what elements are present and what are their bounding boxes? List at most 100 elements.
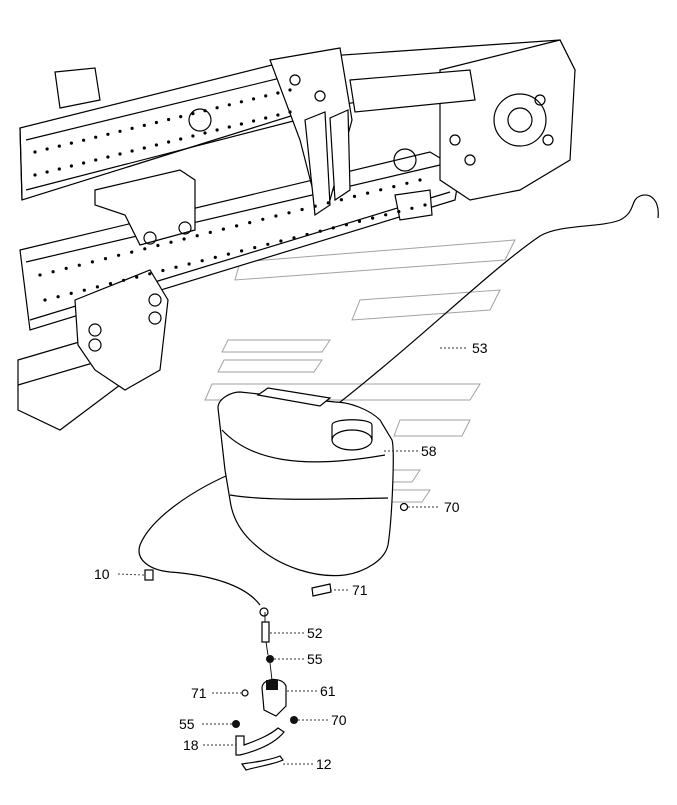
rivet-hole <box>226 252 230 256</box>
label-70-lower: 70 <box>331 712 347 728</box>
rivet-hole <box>276 113 280 117</box>
rivet-hole <box>43 298 47 302</box>
rivet-hole <box>117 253 121 257</box>
rivet-hole <box>264 116 268 120</box>
rivet-hole <box>142 123 146 127</box>
rivet-hole <box>276 91 280 95</box>
label-71: 71 <box>352 582 368 598</box>
rivet-hole <box>248 221 252 225</box>
rivet-hole <box>339 198 343 202</box>
rivet-hole <box>179 115 183 119</box>
rivet-hole <box>292 236 296 240</box>
rivet-hole <box>200 259 204 263</box>
part-55-grommet-lower <box>232 720 240 728</box>
label-58: 58 <box>421 443 437 459</box>
rivet-hole <box>266 242 270 246</box>
frame-rivets <box>33 88 427 302</box>
label-61: 61 <box>320 683 336 699</box>
rivet-hole <box>174 265 178 269</box>
part-18-hose <box>235 727 285 756</box>
rivet-hole <box>240 249 244 253</box>
rivet-hole <box>45 147 49 151</box>
rivet-hole <box>135 275 139 279</box>
rivet-hole <box>45 170 49 174</box>
rivet-hole <box>418 178 422 182</box>
label-71-lower: 71 <box>191 685 207 701</box>
rivet-hole <box>279 239 283 243</box>
rivet-hole <box>191 134 195 138</box>
rivet-hole <box>154 143 158 147</box>
rivet-hole <box>215 106 219 110</box>
rivet-hole <box>344 223 348 227</box>
rivet-hole <box>106 155 110 159</box>
rivet-hole <box>82 138 86 142</box>
rivet-hole <box>57 144 61 148</box>
rivet-hole <box>213 255 217 259</box>
rivet-hole <box>95 285 99 289</box>
rivet-hole <box>122 278 126 282</box>
rivet-hole <box>130 126 134 130</box>
rivet-hole <box>33 150 37 154</box>
pump-top <box>266 680 278 690</box>
rivet-hole <box>221 227 225 231</box>
rivet-hole <box>154 120 158 125</box>
leader-lines <box>117 347 468 765</box>
label-53: 53 <box>472 340 488 356</box>
rivet-hole <box>108 282 113 286</box>
part-labels: 53 58 70 10 71 52 55 71 61 55 70 18 12 <box>94 340 488 772</box>
rivet-hole <box>239 122 243 126</box>
rivet-hole <box>288 88 292 92</box>
rivet-hole <box>208 230 212 234</box>
rivet-hole <box>90 260 94 264</box>
rivet-hole <box>56 295 60 299</box>
rivet-hole <box>318 229 322 233</box>
rivet-hole <box>169 240 173 244</box>
rivet-hole <box>69 164 73 168</box>
rivet-hole <box>392 185 396 189</box>
rivet-hole <box>179 137 183 141</box>
rivet-hole <box>130 250 134 254</box>
rivet-hole <box>142 146 146 150</box>
rivet-hole <box>423 203 427 207</box>
rivet-hole <box>130 149 134 153</box>
rivet-hole <box>235 224 239 228</box>
rivet-hole <box>187 262 191 266</box>
part-55-grommet-upper <box>266 655 274 663</box>
label-12: 12 <box>316 756 332 772</box>
rivet-hole <box>94 158 98 162</box>
rivet-hole <box>203 131 207 135</box>
rivet-hole <box>227 125 231 129</box>
rivet-hole <box>215 128 219 132</box>
rivet-hole <box>253 246 257 250</box>
rivet-hole <box>410 206 414 210</box>
rivet-hole <box>384 213 388 217</box>
rivet-hole <box>300 207 304 212</box>
rivet-hole <box>118 129 122 133</box>
label-18: 18 <box>183 737 199 753</box>
rivet-hole <box>94 135 98 139</box>
rivet-hole <box>397 210 401 214</box>
label-70: 70 <box>444 499 460 515</box>
label-55: 55 <box>307 651 323 667</box>
rivet-hole <box>182 237 186 241</box>
rivet-hole <box>118 152 122 156</box>
chassis-frame <box>17 39 576 431</box>
rivet-hole <box>143 247 147 251</box>
rivet-hole <box>64 266 68 270</box>
rivet-hole <box>161 268 165 273</box>
rivet-hole <box>352 194 357 198</box>
rivet-hole <box>148 272 152 276</box>
rivet-hole <box>274 214 278 218</box>
rivet-hole <box>331 226 335 230</box>
rivet-hole <box>366 191 370 195</box>
part-70-nut <box>399 502 409 512</box>
rivet-hole <box>264 94 268 98</box>
part-71-screw <box>311 583 332 597</box>
rivet-hole <box>167 117 171 122</box>
rivet-hole <box>69 291 73 295</box>
rivet-hole <box>167 140 171 144</box>
rivet-hole <box>371 216 375 220</box>
rivet-hole <box>195 234 199 238</box>
